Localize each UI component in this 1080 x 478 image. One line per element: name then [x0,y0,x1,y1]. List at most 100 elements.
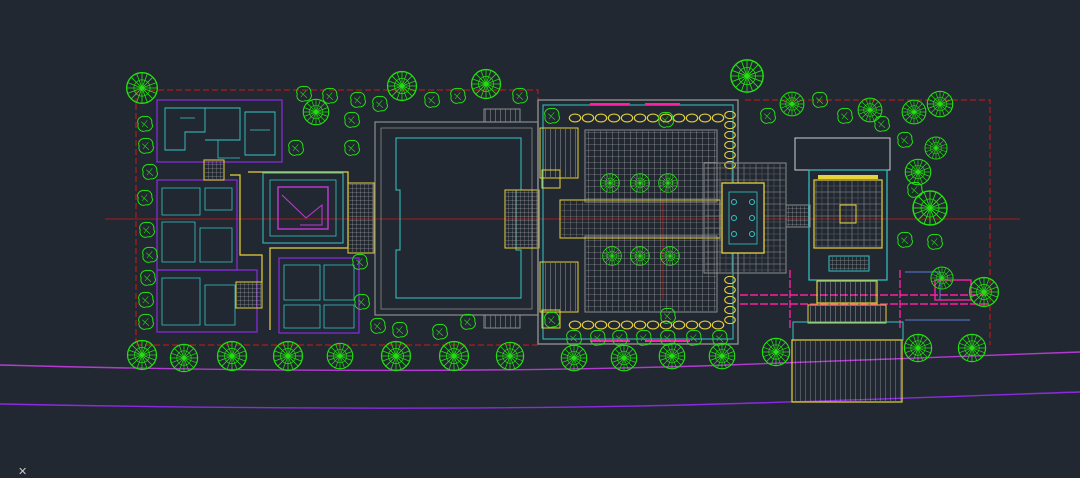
shrub-icon [432,323,448,340]
shrub-icon [544,311,560,328]
tree-icon [380,340,412,372]
hedge-oval [594,113,608,123]
tree-icon [610,344,638,372]
tree-icon [495,341,525,371]
shrub-icon [344,111,360,128]
shrub-icon [344,139,360,156]
shrub-icon [636,329,652,346]
tree-icon [857,97,883,123]
shrub-icon [544,107,560,124]
shrub-icon [138,313,154,330]
shrub-icon [350,91,366,108]
hedge-oval [633,113,647,123]
hedge-oval [620,320,634,330]
tree-icon [924,136,948,160]
shrub-icon [142,163,158,180]
shrub-icon [140,269,156,286]
tree-icon [216,340,248,372]
tree-icon [708,342,736,370]
hedge-oval [711,320,725,330]
shrub-icon [354,293,370,310]
shrub-icon [566,329,582,346]
hedge-oval [672,320,686,330]
shrub-icon [137,189,153,206]
shrub-icon [460,313,476,330]
hedge-oval [659,320,673,330]
tree-icon [630,246,650,266]
tree-icon [968,276,1000,308]
shrub-icon [139,221,155,238]
tree-icon [658,342,686,370]
shrub-icon [837,107,853,124]
tree-icon [326,342,354,370]
tree-icon [560,344,588,372]
shrub-icon [392,321,408,338]
hedge-oval [607,320,621,330]
hedge-oval [724,140,736,150]
hedge-oval [724,275,736,285]
hedge-oval [594,320,608,330]
shrub-icon [927,233,943,250]
shrub-icon [897,131,913,148]
shrub-icon [370,317,386,334]
tree-icon [386,70,418,102]
tree-icon [660,246,680,266]
shrub-icon [322,87,338,104]
shrub-icon [450,87,466,104]
hedge-oval [724,120,736,130]
tree-icon [912,190,948,226]
hedge-oval [698,113,712,123]
hedge-oval [607,113,621,123]
tree-icon [903,333,933,363]
hedge-oval [646,113,660,123]
hedge-oval [724,305,736,315]
courtyard-plaza [537,99,739,345]
hedge-oval [581,113,595,123]
tree-icon [630,173,650,193]
hedge-oval [724,130,736,140]
hedge-oval [672,113,686,123]
shrub-icon [874,115,890,132]
shrub-icon [142,246,158,263]
tree-icon [904,158,932,186]
tree-icon [730,59,764,93]
shrub-icon [612,329,628,346]
shrub-icon [512,87,528,104]
hedge-oval [568,113,582,123]
hedge-oval [724,295,736,305]
tree-icon [901,99,927,125]
shrub-icon [137,115,153,132]
tree-icon [126,72,158,104]
shrub-icon [352,253,368,270]
tree-icon [438,340,470,372]
tree-icon [957,333,987,363]
tree-icon [126,339,158,371]
east-tower-block [740,137,990,403]
shrub-icon [424,91,440,108]
ucs-icon[interactable]: ✕ [18,465,28,478]
hedge-oval [724,285,736,295]
hedge-oval [685,320,699,330]
hedge-oval [620,113,634,123]
hedge-oval [685,113,699,123]
tree-icon [926,90,954,118]
tree-icon [761,337,791,367]
shrub-icon [138,291,154,308]
hedge-oval [646,320,660,330]
shrub-icon [897,231,913,248]
tree-icon [302,98,330,126]
road-edge-lines [0,351,1080,409]
hedge-oval [581,320,595,330]
tree-icon [602,246,622,266]
tree-icon [930,266,954,290]
shrub-icon [590,329,606,346]
pavilion [703,162,811,274]
hedge-oval [724,150,736,160]
central-hall [374,108,540,329]
hedge-oval [724,315,736,325]
shrub-icon [296,85,312,102]
tree-icon [600,173,620,193]
tree-icon [470,68,502,100]
